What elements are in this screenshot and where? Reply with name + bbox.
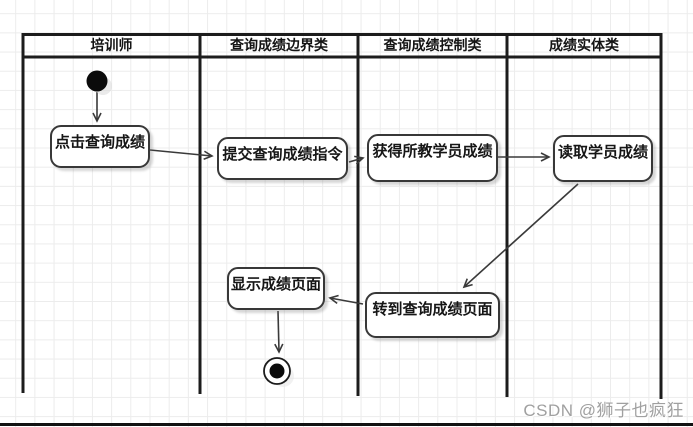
arrow-display-to-end [274,310,284,354]
lane-header-boundary-class: 查询成绩边界类 [230,37,328,53]
lane-header-control-class: 查询成绩控制类 [383,37,482,53]
arrow-read-to-goto [462,183,579,289]
csdn-watermark: CSDN @狮子也疯狂 [523,401,684,420]
action-read-student-scores: 读取学员成绩 [553,135,653,182]
bottom-border-line [0,423,693,426]
action-click-query-score: 点击查询成绩 [50,125,150,168]
action-submit-query-command: 提交查询成绩指令 [217,137,348,180]
arrow-goto-to-display [328,294,364,305]
flow-arrows [92,92,579,354]
swimlane-frame [21,33,663,399]
final-node [263,357,294,387]
arrow-submit-to-obtain [348,155,365,165]
action-obtain-student-scores: 获得所教学员成绩 [367,134,498,182]
action-goto-query-page: 转到查询成绩页面 [365,292,500,338]
lane-header-trainer: 培训师 [90,37,133,53]
initial-node [86,70,112,95]
arrow-click-to-submit [149,149,214,160]
lane-header-entity-class: 成绩实体类 [549,37,619,53]
action-display-score-page: 显示成绩页面 [227,267,325,310]
